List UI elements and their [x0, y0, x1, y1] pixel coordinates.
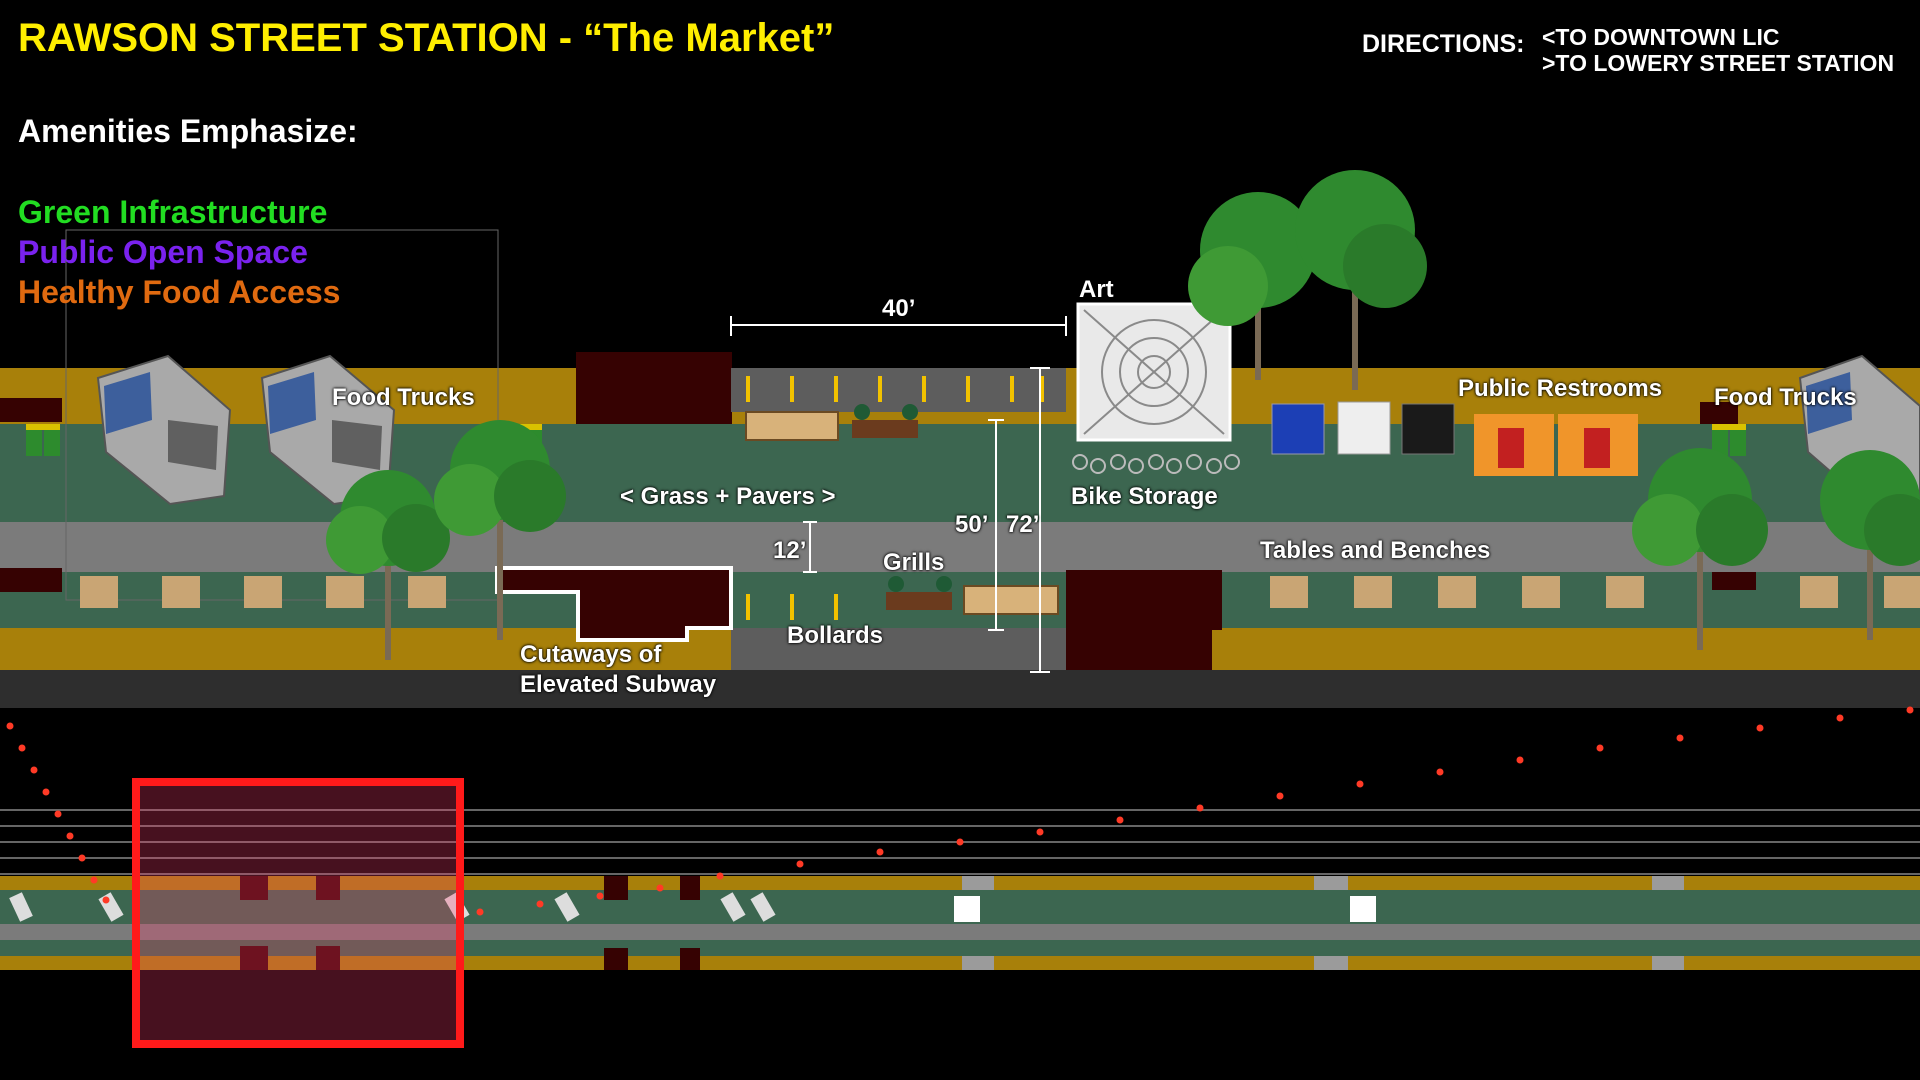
plan-kiosks	[954, 896, 1376, 922]
plan-walk	[0, 924, 1920, 940]
grill	[886, 576, 952, 610]
subway-block	[1712, 572, 1756, 590]
bench	[745, 411, 839, 441]
tree	[1632, 448, 1768, 650]
subway-block	[0, 568, 62, 592]
plan-track-lines	[0, 809, 1920, 875]
subway-block	[1066, 570, 1212, 670]
plaza-paving-bottom	[731, 628, 1066, 670]
dumpster-blue	[1271, 403, 1325, 455]
subway-block	[576, 352, 732, 424]
highlight-box	[132, 778, 464, 1048]
tree	[1188, 192, 1316, 380]
plan-crosswalks	[962, 876, 1684, 970]
public-restroom	[1474, 414, 1554, 476]
grill	[852, 404, 918, 438]
label-elevated-subway: Elevated Subway	[520, 671, 717, 698]
dimension-lines	[730, 316, 1067, 673]
plan-mustard-top	[0, 876, 1920, 890]
tree	[1295, 170, 1427, 390]
legend-healthy-food-access: Healthy Food Access	[18, 274, 341, 310]
compost-bins	[26, 424, 60, 456]
tree	[1820, 450, 1920, 640]
tree	[434, 420, 566, 640]
direction-lowery: >TO LOWERY STREET STATION	[1542, 50, 1895, 76]
label-cutaways: Cutaways of	[520, 641, 662, 668]
page-title: RAWSON STREET STATION - “The Market”	[18, 16, 835, 60]
dimension-12: 12’	[773, 537, 807, 564]
bench	[963, 585, 1059, 615]
dimension-50: 50’	[955, 511, 989, 538]
subway-block	[1212, 570, 1222, 630]
road	[0, 670, 1920, 708]
tree	[326, 470, 450, 660]
label-public-restrooms: Public Restrooms	[1458, 375, 1663, 402]
walkway	[0, 522, 1920, 572]
highlight-fill	[136, 782, 460, 1044]
label-art: Art	[1079, 276, 1114, 303]
direction-downtown: <TO DOWNTOWN LIC	[1542, 24, 1780, 50]
amenities-heading: Amenities Emphasize:	[18, 113, 358, 149]
label-bollards: Bollards	[787, 622, 884, 649]
plan-mustard-bottom	[0, 956, 1920, 970]
dimension-40: 40’	[882, 295, 916, 322]
food-truck	[96, 354, 232, 506]
directions-label: DIRECTIONS:	[1362, 30, 1525, 58]
label-food-trucks: Food Trucks	[332, 384, 475, 411]
dumpster-black	[1401, 403, 1455, 455]
cutaway-outline	[495, 566, 733, 642]
subway-block	[0, 398, 62, 422]
plan-grass-lower	[0, 940, 1920, 956]
dumpster-white	[1337, 401, 1391, 455]
label-grass-pavers: < Grass + Pavers >	[620, 483, 836, 510]
label-tables-benches: Tables and Benches	[1260, 537, 1491, 564]
bike-racks	[1072, 454, 1240, 474]
public-restroom	[1558, 414, 1638, 476]
compost-bins	[1712, 424, 1746, 456]
legend-public-open-space: Public Open Space	[18, 234, 308, 270]
subway-block	[1700, 402, 1738, 424]
food-truck	[260, 354, 396, 506]
dotted-callout	[6, 706, 1914, 916]
label-grills: Grills	[883, 549, 945, 576]
bollards	[746, 376, 1044, 620]
picnic-tables	[80, 576, 1920, 608]
label-bike-storage: Bike Storage	[1071, 483, 1218, 510]
dimension-72: 72’	[1006, 511, 1040, 538]
plan-columns	[240, 876, 700, 970]
legend-green-infrastructure: Green Infrastructure	[18, 194, 328, 230]
art-pattern	[1083, 309, 1225, 435]
label-food-trucks-right: Food Trucks	[1714, 384, 1857, 411]
